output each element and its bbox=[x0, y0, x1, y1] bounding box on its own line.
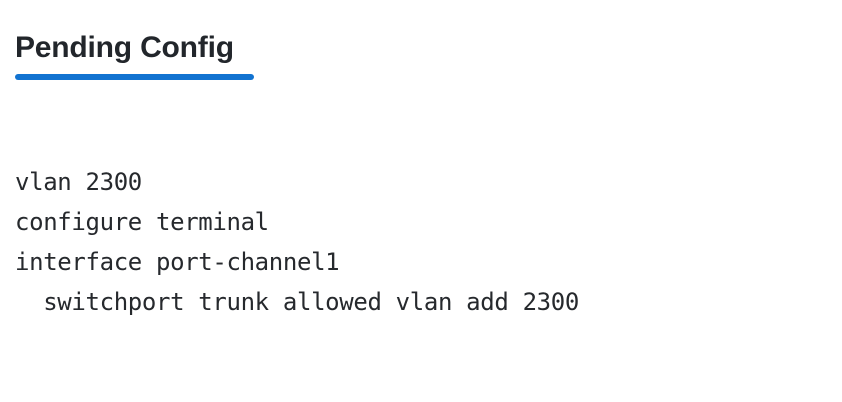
config-line: switchport trunk allowed vlan add 2300 bbox=[15, 288, 579, 316]
config-line: configure terminal bbox=[15, 208, 269, 236]
page-title: Pending Config bbox=[15, 31, 234, 64]
config-text-block: vlan 2300 configure terminal interface por… bbox=[15, 162, 815, 322]
config-line: interface port-channel1 bbox=[15, 248, 340, 276]
title-underline-accent bbox=[15, 74, 254, 80]
config-line: vlan 2300 bbox=[15, 168, 142, 196]
panel-header: Pending Config bbox=[15, 28, 775, 80]
